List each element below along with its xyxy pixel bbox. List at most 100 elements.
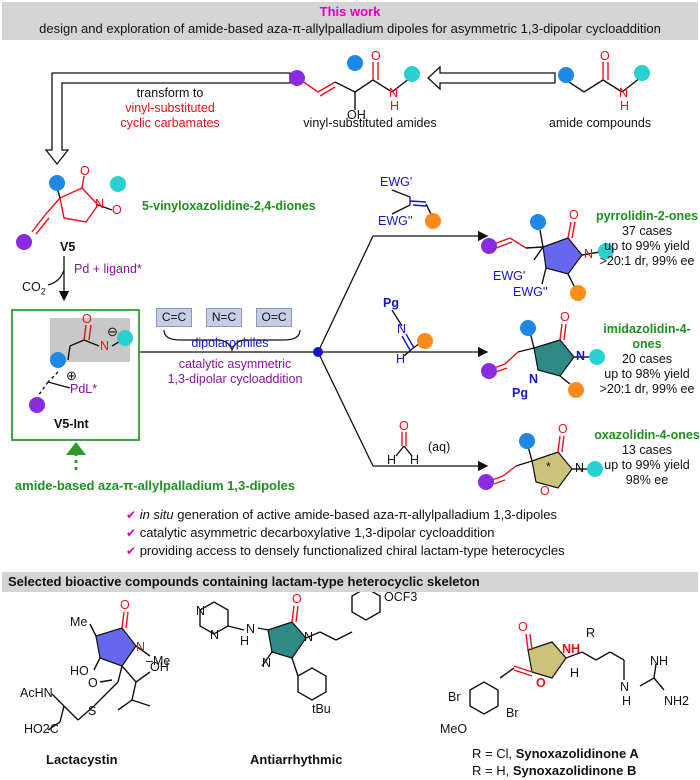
synox-r: R [586,626,596,640]
co2-text: CO [22,280,41,294]
v5-class-name: 5-vinyloxazolidine-2,4-diones [142,199,316,213]
pd-ligand-label: Pd + ligand* [74,262,142,276]
lactacystin-o2: O [88,676,98,690]
synox-o: O [518,620,528,634]
atom-o: O [558,422,568,436]
antiarrhythmic-n4: N [304,630,314,644]
product-name: imidazolidin-4-ones [603,322,691,351]
atom-n: N [95,197,105,211]
atom-o: O [540,484,550,498]
orange-dot [568,382,584,398]
lactacystin-o: O [120,598,130,612]
lactacystin-s: S [88,704,97,718]
oxazolidinone-product [491,435,588,489]
lactacystin-ho2c: HO2C [24,722,59,736]
lactacystin-achn: AcHN [20,686,53,700]
atom-o: O [560,310,570,324]
product-yield: up to 99% yield [604,458,690,472]
header-bar [2,2,698,40]
chip-cc: C=C [156,308,192,327]
lactacystin-name: Lactacystin [46,752,118,767]
formaldehyde-h2: H [410,453,420,467]
atom-n: N [100,339,110,353]
alkene-reagent [391,189,433,217]
transform-target-line1: vinyl-substituted [125,101,215,115]
atom-n: N [576,349,586,363]
antiarrhythmic-ocf3: OCF3 [384,590,418,604]
dipolarophile-brace [163,329,301,352]
atom-n: N [529,372,539,386]
blue-dot [520,320,536,336]
lactacystin-me: Me [70,615,88,629]
synox-br2: Br [506,706,519,720]
header-title: design and exploration of amide-based az… [39,21,661,36]
antiarrhythmic-n5: N [262,656,272,670]
antiarrhythmic-n3: N [246,622,256,636]
antiarrhythmic-structure [199,587,381,701]
pd-ligand: PdL* [70,382,98,396]
highlight-item: ✔ in situ generation of active amide-bas… [126,506,646,524]
product-yield: up to 98% yield [604,367,690,381]
chip-oc: O=C [256,308,292,327]
imine-h: H [396,352,406,366]
highlight-text: providing access to densely functionaliz… [139,543,565,558]
synox-caption-a-prefix: R = Cl, [472,746,516,761]
cyan-dot [598,243,614,259]
atom-o: O [82,312,92,326]
product-selectivity: 98% ee [625,473,669,487]
chip-nc: N=C [206,308,242,327]
positive-charge: ⊕ [66,368,77,383]
synox-caption-a: R = Cl, Synoxazolidinone A [472,746,639,761]
co2-subscript: 2 [40,286,46,297]
transform-to-label: transform to [136,86,204,100]
orange-dot [425,213,441,229]
antiarrhythmic-n2: N [210,628,220,642]
section2-title: Selected bioactive compounds containing … [8,574,480,589]
lactacystin-nme: –Me [146,654,171,668]
synox-n: N [620,680,630,694]
product-ewg1: EWG' [493,269,526,283]
check-icon: ✔ [126,526,137,540]
atom-n: N [389,86,399,100]
highlight-list: ✔ in situ generation of active amide-bas… [126,506,646,560]
purple-dot [29,397,45,413]
atom-h: H [620,99,630,113]
purple-dot [16,234,32,250]
atom-oh: OH [347,108,366,122]
cyan-dot [634,65,650,81]
synoxazolidinone-structure [469,633,665,715]
highlight-lead: in situ [139,507,174,522]
product-result-oxazolidinone: oxazolidin-4-ones 13 cases up to 99% yie… [592,428,700,488]
antiarrhythmic-n1: N [196,604,206,618]
v5-structure [31,175,113,235]
purple-dot [289,70,305,86]
lactacystin-n: N [136,640,146,654]
product-selectivity: >20:1 dr, 99% ee [599,254,695,268]
dipolarophiles-label: dipolarophiles [191,336,269,350]
cyan-dot [117,330,133,346]
product-ewg2: EWG'' [513,285,548,299]
lactacystin-ho: HO [70,664,89,678]
synox-br1: Br [448,690,461,704]
v5-int-structure [37,324,123,397]
blue-dot [347,55,363,71]
highlight-text: generation of active amide-based aza-π-a… [173,507,557,522]
highlight-item: ✔ catalytic asymmetric decarboxylative 1… [126,524,646,542]
pyrrolidinone-product [493,221,601,291]
synox-caption-b-prefix: R = H, [472,763,513,778]
imidazolidinone-product [493,323,590,385]
lactacystin-structure [47,611,151,731]
cyan-dot [110,176,126,192]
ewg-bottom: EWG'' [378,214,413,228]
product-result-pyrrolidinone: pyrrolidin-2-ones 37 cases up to 99% yie… [592,209,700,269]
formaldehyde-reagent [395,432,413,457]
purple-dot [481,238,497,254]
branch-node [313,347,323,357]
aq-label: (aq) [428,440,451,454]
branch-lines [140,230,489,472]
synox-ring-o: O [536,676,546,690]
synox-nh: NH [562,642,581,656]
synox-meo: MeO [440,722,468,736]
